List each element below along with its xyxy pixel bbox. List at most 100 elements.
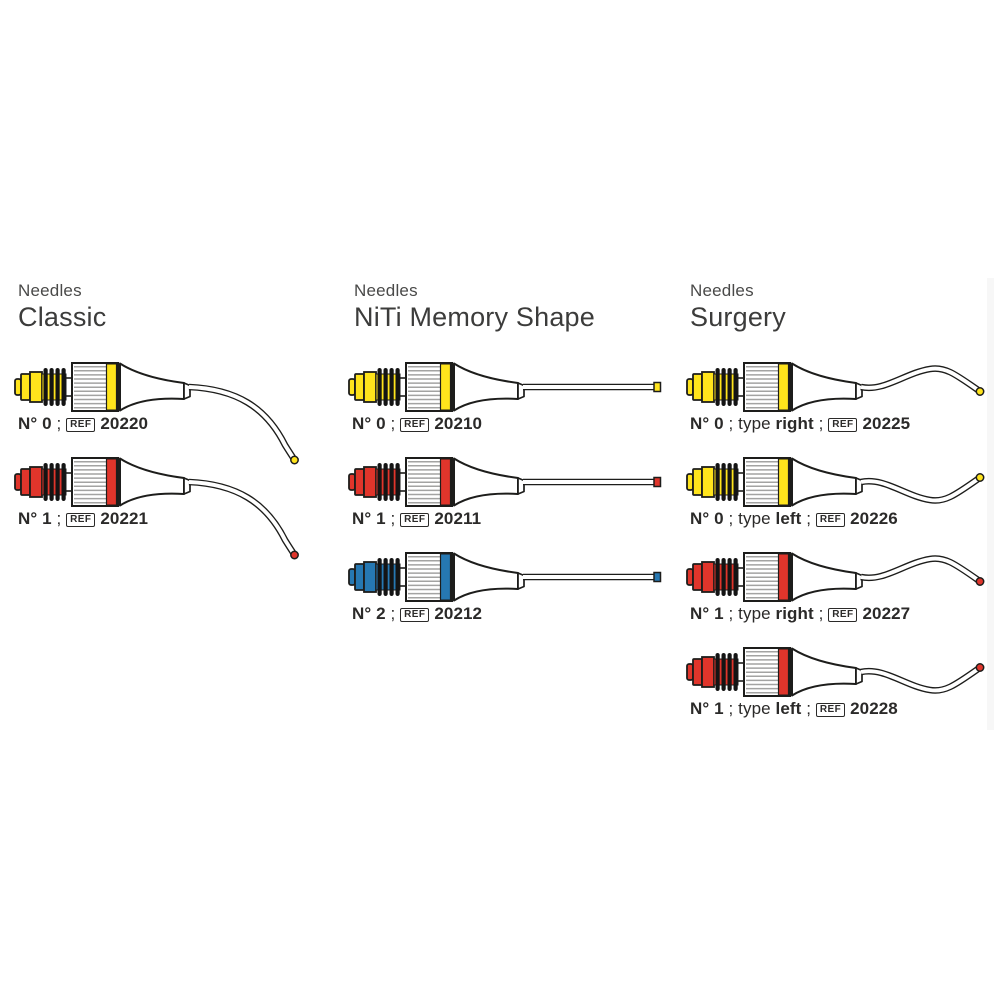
thread-section — [713, 653, 745, 691]
ref-box: REF — [400, 513, 430, 527]
ref-box: REF — [828, 418, 858, 432]
needle-tube — [860, 476, 980, 504]
thread-section — [41, 368, 73, 406]
type-value: right — [775, 604, 814, 623]
cone — [791, 362, 857, 412]
item-number: N° 0 — [690, 414, 724, 433]
separator: ; — [813, 414, 829, 433]
ref-number: 20210 — [434, 414, 483, 433]
needle-tip — [653, 381, 662, 393]
separator: ; — [385, 414, 401, 433]
separator: ; — [51, 414, 67, 433]
luer-connector — [348, 466, 377, 498]
separator: ; — [385, 509, 401, 528]
needle-tip — [653, 571, 662, 583]
color-stripe — [777, 553, 790, 601]
section-title: Surgery — [690, 302, 786, 332]
separator: ; — [723, 414, 739, 433]
item-number: N° 0 — [690, 509, 724, 528]
separator: ; — [801, 509, 816, 528]
section-label: Needles — [690, 281, 754, 300]
type-prefix: type — [738, 699, 776, 718]
needle-item — [348, 551, 668, 607]
section-label: Needles — [18, 281, 82, 300]
type-value: right — [775, 414, 814, 433]
ribbed-barrel — [405, 362, 453, 412]
item-number: N° 2 — [352, 604, 386, 623]
thread-section — [375, 463, 407, 501]
cone-collar — [855, 572, 863, 590]
page-edge-shadow — [987, 278, 994, 730]
section-title: Classic — [18, 302, 107, 332]
thread-section — [41, 463, 73, 501]
color-stripe — [105, 458, 118, 506]
cone — [119, 362, 185, 412]
cone — [119, 457, 185, 507]
ref-number: 20212 — [434, 604, 483, 623]
needle-tip — [975, 473, 985, 482]
item-number: N° 1 — [352, 509, 386, 528]
ribbed-barrel — [743, 647, 791, 697]
ref-box: REF — [828, 608, 858, 622]
needle-illustration — [348, 457, 662, 507]
ref-box: REF — [66, 513, 96, 527]
ref-number: 20226 — [850, 509, 898, 528]
color-stripe — [777, 458, 790, 506]
color-stripe — [439, 458, 452, 506]
ribbed-barrel — [71, 362, 119, 412]
cone — [791, 647, 857, 697]
ref-box: REF — [815, 513, 846, 527]
item-label: N° 1 ; REF 20211 — [352, 509, 481, 529]
ref-number: 20227 — [862, 604, 911, 623]
needle-tube — [188, 383, 296, 460]
ribbed-barrel — [405, 552, 453, 602]
separator: ; — [723, 699, 739, 718]
cone — [453, 362, 519, 412]
separator: ; — [51, 509, 67, 528]
luer-connector — [686, 561, 715, 593]
thread-section — [713, 463, 745, 501]
item-number: N° 1 — [690, 604, 724, 623]
ref-box: REF — [66, 418, 96, 432]
section-title: NiTi Memory Shape — [354, 302, 595, 332]
ref-number: 20211 — [434, 509, 482, 528]
needle-tip — [975, 577, 985, 586]
cone-collar — [183, 382, 191, 400]
luer-connector — [686, 656, 715, 688]
cone-collar — [517, 477, 525, 495]
ref-box: REF — [400, 418, 430, 432]
needle-tube — [188, 478, 296, 555]
needle-tube — [860, 666, 980, 694]
cone — [791, 457, 857, 507]
ribbed-barrel — [743, 552, 791, 602]
needle-tube — [860, 365, 980, 393]
luer-connector — [686, 371, 715, 403]
thread-section — [375, 558, 407, 596]
needle-tip — [975, 387, 985, 396]
thread-section — [713, 368, 745, 406]
section-header-niti: Needles NiTi Memory Shape — [354, 281, 595, 332]
needle-item — [348, 361, 668, 417]
cone-collar — [517, 382, 525, 400]
separator: ; — [801, 699, 816, 718]
needle-illustration — [348, 362, 662, 412]
luer-connector — [686, 466, 715, 498]
item-number: N° 1 — [18, 509, 52, 528]
type-value: left — [775, 509, 802, 528]
item-number: N° 0 — [18, 414, 52, 433]
cone-collar — [855, 667, 863, 685]
type-prefix: type — [738, 414, 776, 433]
separator: ; — [813, 604, 829, 623]
ribbed-barrel — [71, 457, 119, 507]
cone — [791, 552, 857, 602]
cone — [453, 457, 519, 507]
color-stripe — [439, 553, 452, 601]
color-stripe — [777, 648, 790, 696]
